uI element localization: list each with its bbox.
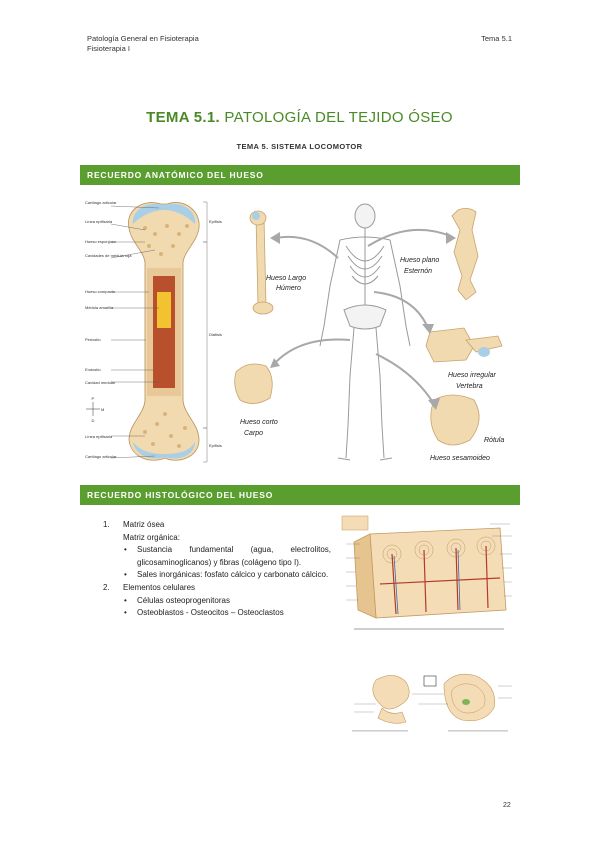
label-irregular-bone: Hueso irregular xyxy=(448,372,497,379)
compass-d: D xyxy=(92,418,95,423)
label-short-bone: Hueso corto xyxy=(240,419,278,426)
item-number: 1. xyxy=(103,520,110,529)
list-bullet: • Sales inorgánicas: fosfato cálcico y c… xyxy=(124,570,329,580)
section-heading-histology: RECUERDO HISTOLÓGICO DEL HUESO xyxy=(80,485,520,505)
list-item: 1. Matriz ósea xyxy=(103,519,331,532)
section-heading-anatomy: RECUERDO ANATÓMICO DEL HUESO xyxy=(80,165,520,185)
label-periosteum: Periostio xyxy=(85,337,101,342)
page-header: Patología General en Fisioterapia Fisiot… xyxy=(87,34,512,54)
osteon-histology-figure xyxy=(348,664,514,736)
header-degree: Fisioterapia I xyxy=(87,44,130,53)
label-sternum: Esternón xyxy=(404,268,432,275)
header-topic: Tema 5.1 xyxy=(481,34,512,43)
page-title: TEMA 5.1. PATOLOGÍA DEL TEJIDO ÓSEO xyxy=(0,109,599,126)
long-bone-diagram: Cartílago articular Línea epifisaria Hue… xyxy=(85,200,222,463)
bullet-text: Osteoblastos - Osteocitos – Osteoclastos xyxy=(137,608,284,618)
label-epiphyseal-line-top: Línea epifisaria xyxy=(85,219,113,224)
label-medullary-cavity: Cavidad medular xyxy=(85,380,116,385)
label-spongy-bone: Hueso esponjoso xyxy=(85,239,117,244)
label-yellow-marrow: Médula amarilla xyxy=(85,305,114,310)
bone-types-diagram: Hueso Largo Húmero Hueso plano Esternón … xyxy=(234,203,504,462)
label-epiphysis-top: Epífisis xyxy=(209,219,222,224)
histology-list: 1. Matriz ósea Matriz orgánica: • Sustan… xyxy=(103,519,331,620)
label-flat-bone: Hueso plano xyxy=(400,257,439,264)
list-bullet: • Osteoblastos - Osteocitos – Osteoclast… xyxy=(124,608,284,618)
list-bullet: • Sustancia fundamental (agua, electroli… xyxy=(124,545,331,567)
label-cartilage-bottom: Cartílago articular xyxy=(85,454,117,459)
compass-rose: P L M D xyxy=(86,396,104,423)
item-number: 2. xyxy=(103,582,110,592)
page-number: 22 xyxy=(503,802,511,809)
item-title: Elementos celulares xyxy=(123,582,196,592)
vertebra-bone xyxy=(425,327,503,363)
bullet-text: Sales inorgánicas: fosfato cálcico y car… xyxy=(137,570,329,580)
label-carpal: Carpo xyxy=(244,430,263,437)
page-subtitle: TEMA 5. SISTEMA LOCOMOTOR xyxy=(236,142,363,151)
list-bullet: • Células osteoprogenitoras xyxy=(124,595,230,605)
bullet-text: Sustancia fundamental (agua, electrolito… xyxy=(137,545,331,567)
humerus-bone xyxy=(249,210,274,315)
label-epiphyseal-line-bottom: Línea epifisaria xyxy=(85,434,113,439)
carpal-bone xyxy=(234,363,273,404)
title-rest: PATOLOGÍA DEL TEJIDO ÓSEO xyxy=(219,109,453,126)
label-long-bone: Hueso Largo xyxy=(266,275,306,282)
item-title: Matriz ósea xyxy=(123,520,165,529)
label-humerus: Húmero xyxy=(276,285,301,292)
item-subtitle: Matriz orgánica: xyxy=(123,532,180,542)
label-cartilage-top: Cartílago articular xyxy=(85,200,117,205)
label-red-marrow: Cavidades de médula roja xyxy=(85,253,132,258)
label-endosteum: Endostio xyxy=(85,367,101,372)
list-item: 2. Elementos celulares xyxy=(103,582,331,595)
sternum-bone xyxy=(451,208,479,301)
label-diaphysis: Diáfisis xyxy=(209,332,222,337)
label-vertebra: Vertebra xyxy=(456,383,483,390)
label-patella: Rótula xyxy=(484,437,504,444)
label-sesamoid-bone: Hueso sesamoideo xyxy=(430,455,490,462)
bullet-text: Células osteoprogenitoras xyxy=(137,595,230,605)
patella-bone xyxy=(430,394,480,446)
header-course: Patología General en Fisioterapia xyxy=(87,34,199,43)
title-prefix: TEMA 5.1. xyxy=(146,109,220,126)
compact-bone-histology-figure xyxy=(340,514,516,638)
compass-p: P xyxy=(92,396,95,401)
compass-m: M xyxy=(101,407,104,412)
skeleton-figure xyxy=(319,203,411,461)
label-epiphysis-bottom: Epífisis xyxy=(209,443,222,448)
label-compact-bone: Hueso compacto xyxy=(85,289,116,294)
